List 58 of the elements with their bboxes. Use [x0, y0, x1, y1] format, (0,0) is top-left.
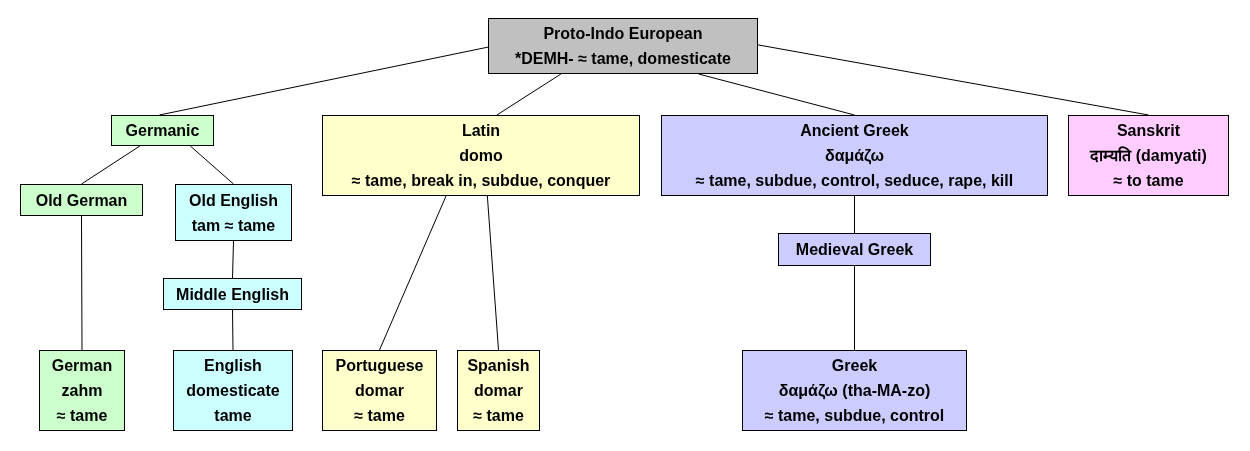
language-name: Medieval Greek	[795, 240, 914, 260]
language-box	[322, 350, 437, 431]
language-name: German	[51, 356, 113, 376]
connector-line	[379, 195, 447, 351]
connector-line	[757, 44, 1149, 116]
word-text: ≈ tame, break in, subdue, conquer	[351, 171, 611, 191]
language-name: Old English	[189, 190, 278, 211]
connector-line	[81, 215, 83, 351]
connector-line	[486, 195, 499, 351]
word-text: ≈ tame	[354, 406, 405, 426]
connector-line	[189, 145, 234, 185]
language-name: Sanskrit	[1116, 121, 1181, 141]
connector-line	[232, 240, 234, 279]
language-name: English	[204, 356, 262, 376]
word-text: tame	[214, 406, 252, 426]
word-text: ≈ tame, subdue, control	[764, 406, 945, 426]
language-name: Portuguese	[335, 356, 424, 376]
language-box	[742, 350, 967, 431]
word-text: ≈ to tame	[1113, 171, 1184, 191]
connector-line	[854, 195, 855, 234]
language-box	[111, 115, 214, 146]
word-text: domar	[474, 381, 523, 401]
language-name: Middle English	[176, 284, 289, 305]
language-box	[163, 278, 302, 310]
language-box	[488, 18, 758, 74]
word-text: tam ≈ tame	[191, 215, 276, 236]
word-text: *DEMH- ≈ tame, domesticate	[515, 49, 731, 69]
word-text: ≈ tame	[473, 406, 524, 426]
word-text: zahm	[61, 381, 103, 401]
language-name: Proto-Indo European	[543, 24, 703, 44]
language-name: Germanic	[125, 121, 200, 141]
language-box	[457, 350, 540, 431]
language-box	[1068, 115, 1229, 196]
language-name: Ancient Greek	[800, 121, 909, 141]
word-text: δαμάζω	[824, 146, 885, 167]
language-name: Old German	[35, 190, 128, 211]
language-box	[173, 350, 293, 431]
language-name: Greek	[831, 356, 878, 376]
language-name: Latin	[461, 121, 501, 141]
word-text: ≈ tame, subdue, control, seduce, rape, kill	[695, 171, 1014, 191]
language-box	[322, 115, 640, 196]
connector-line	[496, 73, 562, 116]
connector-line	[81, 145, 141, 185]
word-text: δαμάζω (tha-MA-zo)	[778, 381, 931, 402]
language-box	[20, 184, 143, 216]
word-text: domo	[459, 146, 503, 166]
language-box	[39, 350, 125, 431]
language-box	[661, 115, 1048, 196]
language-box	[175, 184, 292, 241]
word-text: domesticate	[186, 381, 280, 401]
word-text: domar	[355, 381, 404, 401]
connector-line	[854, 265, 855, 351]
word-text: ≈ tame	[56, 406, 108, 426]
word-text: दाम्यति (damyati)	[1090, 145, 1207, 166]
connector-line	[698, 73, 855, 116]
language-box	[778, 233, 931, 266]
language-name: Spanish	[467, 356, 530, 376]
connector-line	[232, 309, 234, 351]
